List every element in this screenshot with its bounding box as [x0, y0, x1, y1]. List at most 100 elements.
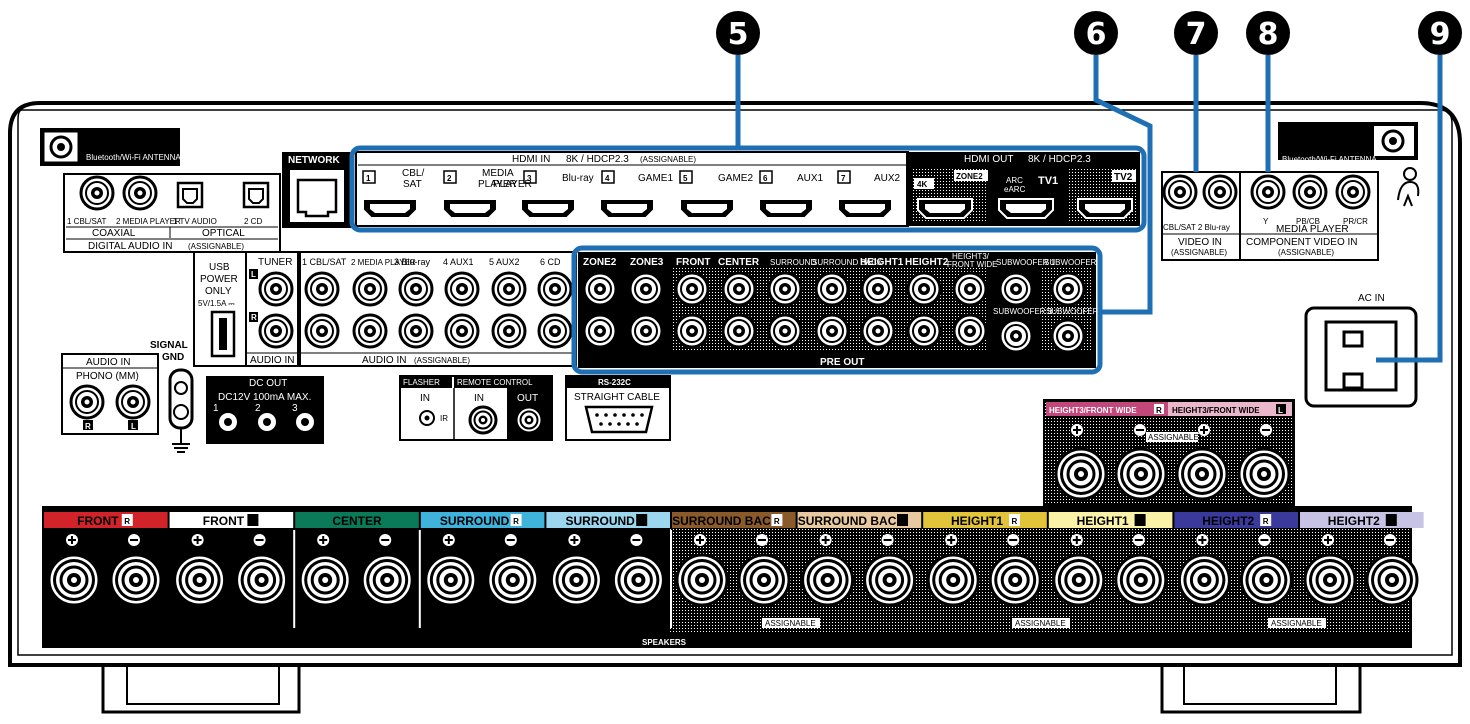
speaker-post-7-plus[interactable]	[926, 553, 980, 607]
pre-surround: SURROUND	[770, 258, 816, 267]
analog-audio-in: 1 CBL/SAT 2 MEDIA PLAYER 3 Blu-ray 4 AUX…	[299, 251, 577, 367]
speaker-post-5-plus[interactable]	[675, 553, 729, 607]
coaxial-1-jack[interactable]	[79, 175, 115, 211]
speaker-posts[interactable]	[47, 530, 1419, 628]
height3-front-wide-speakers: HEIGHT3/FRONT WIDE R HEIGHT3/FRONT WIDE …	[1043, 399, 1295, 507]
speaker-post-6-plus[interactable]	[801, 553, 855, 607]
rs232-socket[interactable]	[584, 405, 654, 434]
hdmi-out-tv2-port[interactable]	[1077, 198, 1133, 219]
svg-text:PLAYER: PLAYER	[478, 179, 517, 190]
component-y-jack[interactable]	[1250, 174, 1286, 210]
remote-title: REMOTE CONTROL	[457, 378, 533, 387]
speaker-post-2-plus[interactable]	[298, 553, 352, 607]
speaker-post-3-minus[interactable]	[486, 553, 540, 607]
pre-height1: HEIGHT1	[860, 257, 904, 268]
height3-r-label: HEIGHT3/FRONT WIDE	[1049, 406, 1137, 415]
signal-gnd[interactable]: SIGNAL GND	[150, 340, 194, 453]
hdmi-in-assignable: (ASSIGNABLE)	[640, 155, 696, 164]
digital-audio-assignable: (ASSIGNABLE)	[188, 242, 244, 251]
speaker-post-0-plus[interactable]	[47, 553, 101, 607]
tuner-l-jack[interactable]	[258, 271, 294, 307]
svg-text:1 CBL/SAT: 1 CBL/SAT	[302, 257, 347, 267]
speaker-side-7: R	[1012, 517, 1018, 526]
speaker-post-8-plus[interactable]	[1052, 553, 1106, 607]
optical-2-jack[interactable]	[242, 181, 270, 209]
svg-text:Blu-ray: Blu-ray	[562, 173, 594, 184]
usb-line1: USB	[209, 262, 230, 273]
height3-l-label: HEIGHT3/FRONT WIDE	[1172, 406, 1260, 415]
speaker-name-2: CENTER	[332, 514, 382, 528]
speaker-post-9-plus[interactable]	[1177, 553, 1231, 607]
usb-line4: 5V/1.5A ⎓	[198, 299, 235, 308]
highlight-5	[349, 145, 1147, 233]
coaxial-2-jack[interactable]	[122, 175, 158, 211]
flasher-title: FLASHER	[403, 378, 440, 387]
hdmi-in-3[interactable]: 3	[520, 170, 576, 219]
svg-text:L: L	[131, 422, 136, 431]
remote-in-jack[interactable]	[468, 405, 498, 435]
pre-sub3: SUBWOOFER 3	[993, 307, 1053, 316]
hdmi-out-zone2-port[interactable]	[917, 198, 973, 219]
speaker-post-4-minus[interactable]	[611, 553, 665, 607]
hdmi-in-2[interactable]: 2 MEDIA PLAYER	[442, 168, 517, 219]
speaker-post-10-plus[interactable]	[1303, 553, 1357, 607]
svg-text:5: 5	[683, 174, 688, 183]
speaker-post-5-minus[interactable]	[737, 553, 791, 607]
hdmi-in-4[interactable]: Blu-ray 4	[562, 170, 655, 219]
remote-out-jack[interactable]	[514, 405, 544, 435]
speaker-post-10-minus[interactable]	[1365, 553, 1419, 607]
component-pb-jack[interactable]	[1292, 174, 1328, 210]
hdmi-in-5[interactable]: GAME1 5	[638, 170, 735, 219]
flasher-remote: FLASHER REMOTE CONTROL IN IR IN OUT	[399, 375, 553, 441]
svg-text:SAT: SAT	[403, 179, 422, 190]
svg-text:9: 9	[1430, 17, 1451, 52]
svg-text:CBL/: CBL/	[402, 168, 424, 179]
hdmi-in-group: HDMI IN 8K / HDCP2.3 (ASSIGNABLE) 1 CBL/…	[355, 151, 909, 227]
dc-out-jacks[interactable]	[219, 413, 314, 431]
antenna-right[interactable]: Bluetooth/Wi-Fi ANTENNA	[1278, 122, 1420, 207]
antenna-left[interactable]: Bluetooth/Wi-Fi ANTENNA	[40, 128, 181, 166]
component-media-player: MEDIA PLAYER	[1276, 224, 1349, 235]
pre-out-group: ZONE2 ZONE3 FRONT CENTER SURROUND SURROU…	[578, 252, 1106, 368]
hdmi-out-tv1-port[interactable]	[998, 198, 1054, 219]
ac-inlet[interactable]: AC IN	[1304, 293, 1418, 408]
optical-1-jack[interactable]	[176, 181, 204, 209]
network-label: NETWORK	[288, 155, 340, 166]
speaker-post-8-minus[interactable]	[1114, 553, 1168, 607]
speaker-post-6-minus[interactable]	[863, 553, 917, 607]
remote-in: IN	[474, 393, 484, 404]
component-assignable: (ASSIGNABLE)	[1278, 248, 1334, 257]
speaker-post-7-minus[interactable]	[988, 553, 1042, 607]
speaker-post-2-minus[interactable]	[360, 553, 414, 607]
hdmi-in-7[interactable]: AUX1 7	[797, 170, 893, 219]
speaker-side-4: L	[639, 517, 644, 526]
phono-l-jack[interactable]	[115, 384, 151, 420]
usb-line3: ONLY	[205, 286, 232, 297]
hdmi-in-6[interactable]: GAME2 6	[718, 170, 814, 219]
component-pb: PB/CB	[1296, 217, 1320, 226]
usb-line2: POWER	[200, 274, 238, 285]
speaker-name-6: SURROUND BACK	[798, 514, 906, 528]
speaker-side-5: R	[774, 517, 780, 526]
speaker-post-0-minus[interactable]	[109, 553, 163, 607]
component-pr-jack[interactable]	[1335, 174, 1371, 210]
network-port[interactable]: NETWORK	[282, 152, 352, 228]
speaker-post-9-minus[interactable]	[1239, 553, 1293, 607]
hdmi-media-player-label: PLAYER	[493, 179, 532, 190]
speaker-post-3-plus[interactable]	[424, 553, 478, 607]
speaker-name-1: FRONT	[203, 514, 245, 528]
phono-r-jack[interactable]	[69, 384, 105, 420]
speaker-post-4-plus[interactable]	[549, 553, 603, 607]
dc-out: DC OUT DC12V 100mA MAX. 1 2 3	[206, 376, 324, 444]
video-in-1-jack[interactable]	[1162, 174, 1198, 210]
speaker-post-1-minus[interactable]	[235, 553, 289, 607]
tuner-r-jack[interactable]	[258, 313, 294, 349]
speaker-post-1-plus[interactable]	[173, 553, 227, 607]
pre-height3: HEIGHT3/	[952, 252, 990, 261]
hdmi-in-1[interactable]: 1 CBL/ SAT	[362, 168, 424, 219]
video-in-2-jack[interactable]	[1202, 174, 1238, 210]
